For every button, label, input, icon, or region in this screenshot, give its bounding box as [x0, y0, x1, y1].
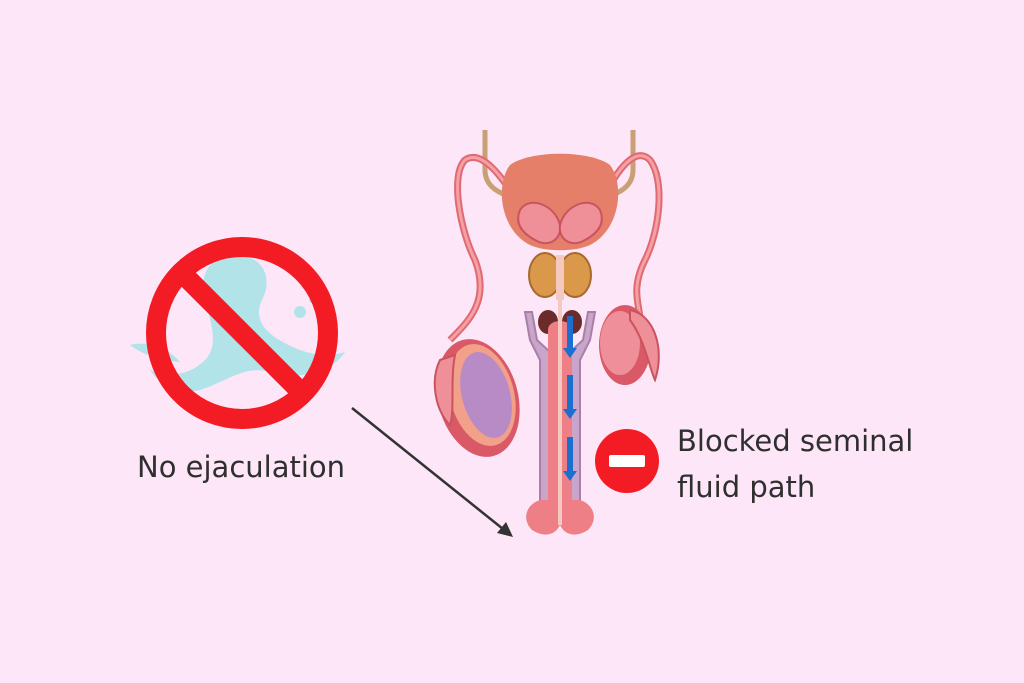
- no-ejaculation-label: No ejaculation: [137, 450, 346, 484]
- blocked-path-label-line2: fluid path: [677, 470, 816, 504]
- blocked-path-label-line1: Blocked seminal: [677, 424, 914, 458]
- flow-arrows: [563, 316, 577, 481]
- no-entry-icon: [595, 429, 659, 493]
- prohibition-icon: [146, 237, 338, 429]
- reproductive-anatomy-illustration: [433, 130, 663, 535]
- arrow-icon: [351, 407, 513, 537]
